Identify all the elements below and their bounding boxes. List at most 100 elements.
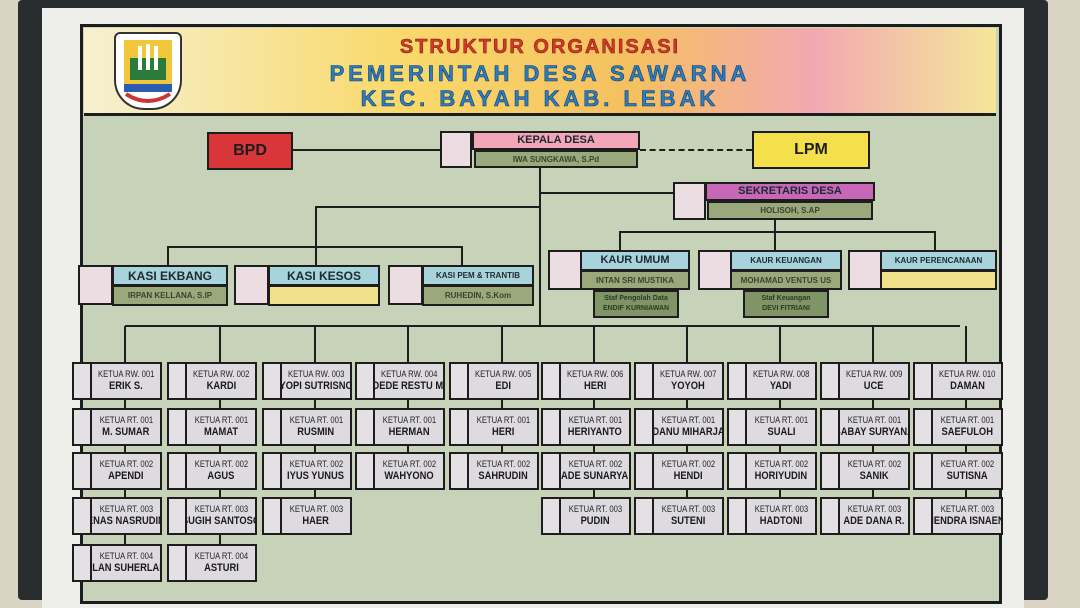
kaur-title: KAUR KEUANGAN bbox=[730, 250, 842, 271]
member-photo bbox=[915, 410, 933, 444]
member-name: DAMAN bbox=[949, 379, 985, 392]
chart-subtitle-village: PEMERINTAH DESA SAWARNA bbox=[329, 61, 751, 87]
member-role: KETUA RT. 001 bbox=[194, 415, 248, 425]
member-photo bbox=[729, 499, 747, 533]
member-role: KETUA RT. 001 bbox=[847, 415, 901, 425]
member-name: HERMAN bbox=[388, 425, 430, 438]
bpd-box: BPD bbox=[207, 132, 293, 170]
member-name: PUDIN bbox=[580, 514, 610, 527]
member-role: KETUA RT. 002 bbox=[476, 459, 530, 469]
member-role: KETUA RW. 008 bbox=[752, 369, 810, 379]
member-role: KETUA RT. 001 bbox=[661, 415, 715, 425]
member-photo bbox=[822, 499, 840, 533]
member-role: KETUA RT. 001 bbox=[289, 415, 343, 425]
member-role: KETUA RT. 001 bbox=[382, 415, 436, 425]
connector-line bbox=[774, 231, 776, 251]
member-photo bbox=[357, 364, 375, 398]
member-name: KARDI bbox=[206, 379, 236, 392]
member-role: KETUA RT. 001 bbox=[99, 415, 153, 425]
member-photo bbox=[636, 410, 654, 444]
member-role: KETUA RT. 002 bbox=[99, 459, 153, 469]
rt-card: KETUA RT. 003ENAS NASRUDIN bbox=[72, 497, 162, 535]
member-role: KETUA RT. 001 bbox=[940, 415, 994, 425]
kasi-photo bbox=[388, 265, 423, 305]
kaur-name: INTAN SRI MUSTIKA bbox=[580, 270, 690, 290]
rt-card: KETUA RT. 003SUGIH SANTOSO bbox=[167, 497, 257, 535]
member-name: BABAY SURYANA bbox=[840, 425, 908, 438]
staff-name: ENDIF KURNIAWAN bbox=[602, 305, 670, 312]
connector-line bbox=[540, 192, 673, 194]
kaur-photo bbox=[698, 250, 732, 290]
member-role: KETUA RW. 004 bbox=[380, 369, 438, 379]
connector-line bbox=[316, 206, 540, 208]
member-photo bbox=[451, 454, 469, 488]
member-role: KETUA RT. 004 bbox=[194, 551, 248, 561]
member-role: KETUA RW. 001 bbox=[97, 369, 155, 379]
member-name: SAEFULOH bbox=[941, 425, 993, 438]
rt-card: KETUA RT. 004ELAN SUHERLAN bbox=[72, 544, 162, 582]
member-photo bbox=[357, 454, 375, 488]
member-name: IYUS YUNUS bbox=[287, 469, 345, 482]
kasi-photo bbox=[78, 265, 113, 305]
member-name: HENDRA ISNAENI bbox=[933, 514, 1001, 527]
member-photo bbox=[822, 410, 840, 444]
member-name: HERI bbox=[491, 425, 515, 438]
member-name: ADE SUNARYA bbox=[561, 469, 629, 482]
member-role: KETUA RT. 001 bbox=[476, 415, 530, 425]
staff-role: Staf Pengolah Data bbox=[604, 295, 668, 303]
connector-line bbox=[125, 325, 960, 327]
chart-title: STRUKTUR ORGANISASI bbox=[399, 36, 681, 59]
member-name: RUSMIN bbox=[297, 425, 335, 438]
member-name: ENAS NASRUDIN bbox=[92, 514, 160, 527]
member-role: KETUA RT. 003 bbox=[194, 504, 248, 514]
member-role: KETUA RT. 003 bbox=[568, 504, 622, 514]
member-photo bbox=[264, 499, 282, 533]
connector-line bbox=[539, 168, 541, 326]
member-photo bbox=[169, 454, 187, 488]
connector-line bbox=[774, 220, 776, 232]
member-photo bbox=[264, 454, 282, 488]
sekretaris-title: SEKRETARIS DESA bbox=[705, 182, 875, 201]
kaur-title: KAUR PERENCANAAN bbox=[880, 250, 997, 271]
member-role: KETUA RT. 003 bbox=[661, 504, 715, 514]
member-name: ASTURI bbox=[203, 561, 239, 574]
connector-dashed-line bbox=[640, 149, 752, 151]
member-name: SAHRUDIN bbox=[478, 469, 528, 482]
member-name: MAMAT bbox=[203, 425, 239, 438]
member-name: ERIK S. bbox=[109, 379, 143, 392]
member-name: M. SUMAR bbox=[102, 425, 150, 438]
member-role: KETUA RT. 003 bbox=[940, 504, 994, 514]
member-name: UCE bbox=[864, 379, 884, 392]
member-role: KETUA RT. 002 bbox=[661, 459, 715, 469]
